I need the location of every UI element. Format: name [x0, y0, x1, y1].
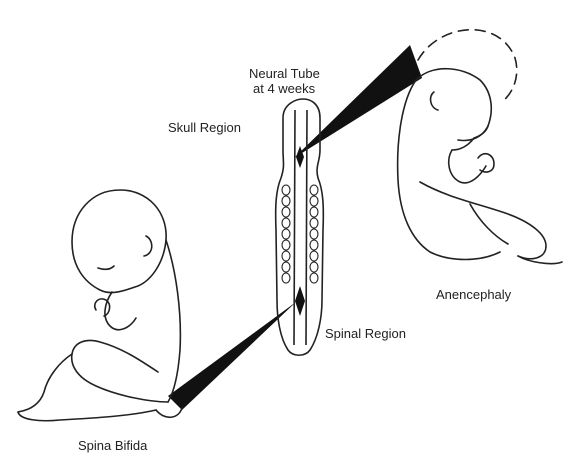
spina-bifida-shin: [18, 354, 72, 412]
label-skull-region: Skull Region: [168, 120, 241, 135]
spina-bifida-thigh: [72, 341, 168, 403]
missing-skull-dashed-outline: [418, 30, 517, 102]
neural-tube-right-wall: [306, 110, 307, 345]
label-neural-tube-line1: Neural Tube: [249, 66, 320, 81]
spina-bifida-head: [72, 190, 166, 293]
spina-bifida-back: [166, 240, 180, 402]
anencephaly-knee: [470, 204, 508, 244]
anencephaly-face: [452, 126, 488, 150]
anencephaly-leg: [420, 182, 546, 259]
anencephaly-ear: [431, 92, 438, 110]
somites-left: [282, 185, 290, 283]
anencephaly-back: [398, 80, 500, 260]
spina-bifida-bottom: [156, 408, 182, 417]
spinal-connector-wedge: [168, 302, 296, 410]
spina-bifida-fetus: [18, 190, 182, 421]
neural-tube-left-wall: [294, 110, 295, 345]
spina-bifida-foot: [18, 410, 156, 421]
label-neural-tube-line2: at 4 weeks: [253, 81, 315, 96]
label-anencephaly: Anencephaly: [436, 287, 511, 302]
spina-bifida-hand: [95, 299, 110, 316]
label-spinal-region: Spinal Region: [325, 326, 406, 341]
anencephaly-hand: [478, 154, 494, 172]
spina-bifida-eye: [98, 266, 114, 269]
somites-right: [310, 185, 318, 283]
anencephaly-head: [416, 69, 491, 141]
skull-opening-marker: [296, 146, 304, 168]
spina-bifida-ear: [144, 236, 152, 256]
label-spina-bifida: Spina Bifida: [78, 438, 147, 453]
anencephaly-fetus: [398, 30, 562, 264]
spinal-opening-marker: [295, 286, 305, 316]
